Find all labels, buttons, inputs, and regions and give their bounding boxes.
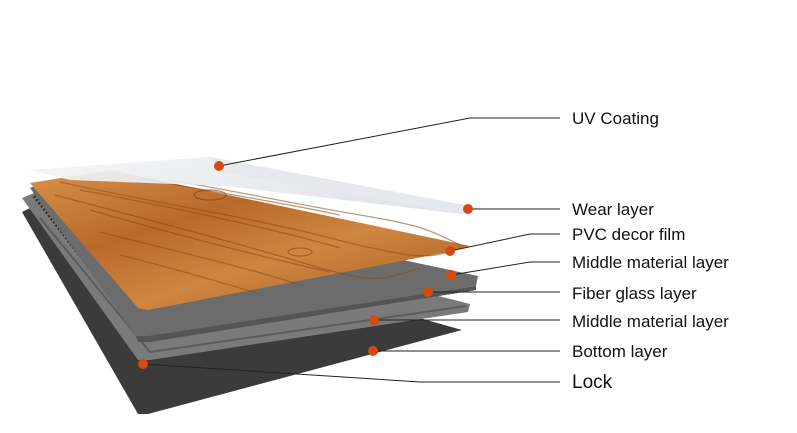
label-middle-material-layer-bottom: Middle material layer xyxy=(572,312,729,331)
label-lock: Lock xyxy=(572,372,613,393)
pvc-decor-film-shape xyxy=(30,170,470,310)
marker-bottom-layer xyxy=(368,346,378,356)
label-middle-material-layer-top: Middle material layer xyxy=(572,253,729,272)
marker-fiber-glass xyxy=(423,287,433,297)
wood-grain xyxy=(54,177,461,295)
uv-coating-shape xyxy=(28,157,480,214)
markers xyxy=(138,161,473,369)
label-uv-coating: UV Coating xyxy=(572,109,659,128)
label-pvc-decor-film: PVC decor film xyxy=(572,225,686,244)
label-bottom-layer: Bottom layer xyxy=(572,342,668,361)
leader-lines xyxy=(142,117,560,383)
marker-uv-coating xyxy=(214,161,224,171)
marker-wear-layer xyxy=(463,204,473,214)
label-wear-layer: Wear layer xyxy=(572,200,654,219)
marker-middle-material-top xyxy=(446,270,456,280)
middle-material-lower-edge xyxy=(39,217,467,354)
marker-lock xyxy=(138,359,148,369)
marker-pvc-decor-film xyxy=(445,246,455,256)
label-fiber-glass-layer: Fiber glass layer xyxy=(572,284,697,303)
marker-middle-material-bottom xyxy=(369,315,379,325)
